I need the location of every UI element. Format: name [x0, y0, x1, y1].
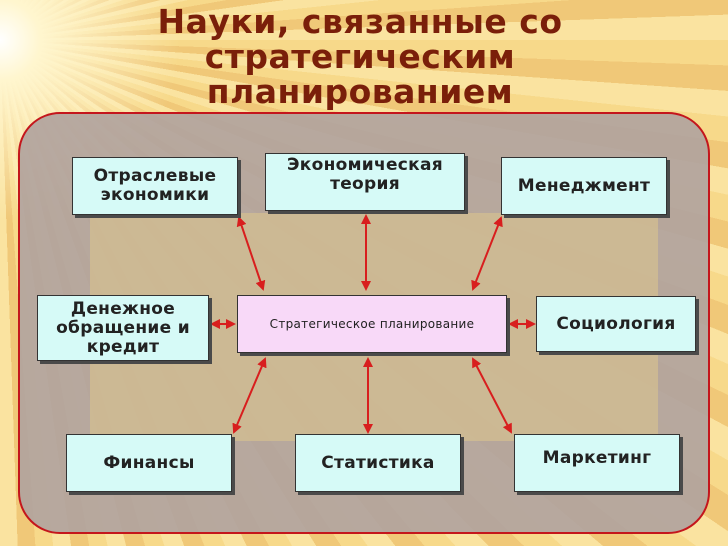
node-sociologiya[interactable]: Социология: [536, 296, 696, 352]
node-label-line: Экономическая: [286, 155, 444, 175]
node-label-line: экономики: [100, 185, 210, 205]
arrow-otraslevye: [236, 216, 266, 291]
node-label-line: Отраслевые: [93, 166, 217, 186]
node-label-line: Социология: [556, 313, 676, 334]
node-ekonomicheskaya-teoriya[interactable]: Экономическая теория: [265, 153, 465, 211]
node-otraslevye-ekonomiki[interactable]: Отраслевые экономики: [72, 157, 238, 215]
node-label-line: Маркетинг: [542, 448, 652, 468]
node-strategicheskoe-planirovanie[interactable]: Стратегическое планирование: [237, 295, 507, 353]
node-label-line: кредит: [86, 336, 160, 357]
node-finansy[interactable]: Финансы: [66, 434, 232, 492]
node-statistika[interactable]: Статистика: [295, 434, 461, 492]
node-menedzhment[interactable]: Менеджмент: [501, 157, 667, 215]
arrow-finansy: [232, 357, 267, 434]
arrow-marketing: [472, 357, 512, 434]
slide-title: Науки, связанные со стратегическим плани…: [110, 4, 610, 109]
node-label-line: Менеджмент: [517, 175, 651, 196]
node-label-line: Статистика: [321, 452, 435, 473]
title-line-1: Науки, связанные со: [157, 2, 563, 41]
title-line-2: стратегическим: [204, 37, 516, 76]
center-label: Стратегическое планирование: [269, 316, 475, 331]
node-label-line: обращение и: [56, 317, 190, 338]
title-line-3: планированием: [206, 72, 514, 111]
node-label-line: Финансы: [103, 452, 195, 473]
arrow-menedzhment: [471, 216, 503, 291]
node-denezhnoe-obraschenie[interactable]: Денежное обращение и кредит: [37, 295, 209, 361]
node-label-line: Денежное: [70, 298, 176, 319]
node-label-line: теория: [330, 174, 400, 194]
node-marketing[interactable]: Маркетинг: [514, 434, 680, 492]
